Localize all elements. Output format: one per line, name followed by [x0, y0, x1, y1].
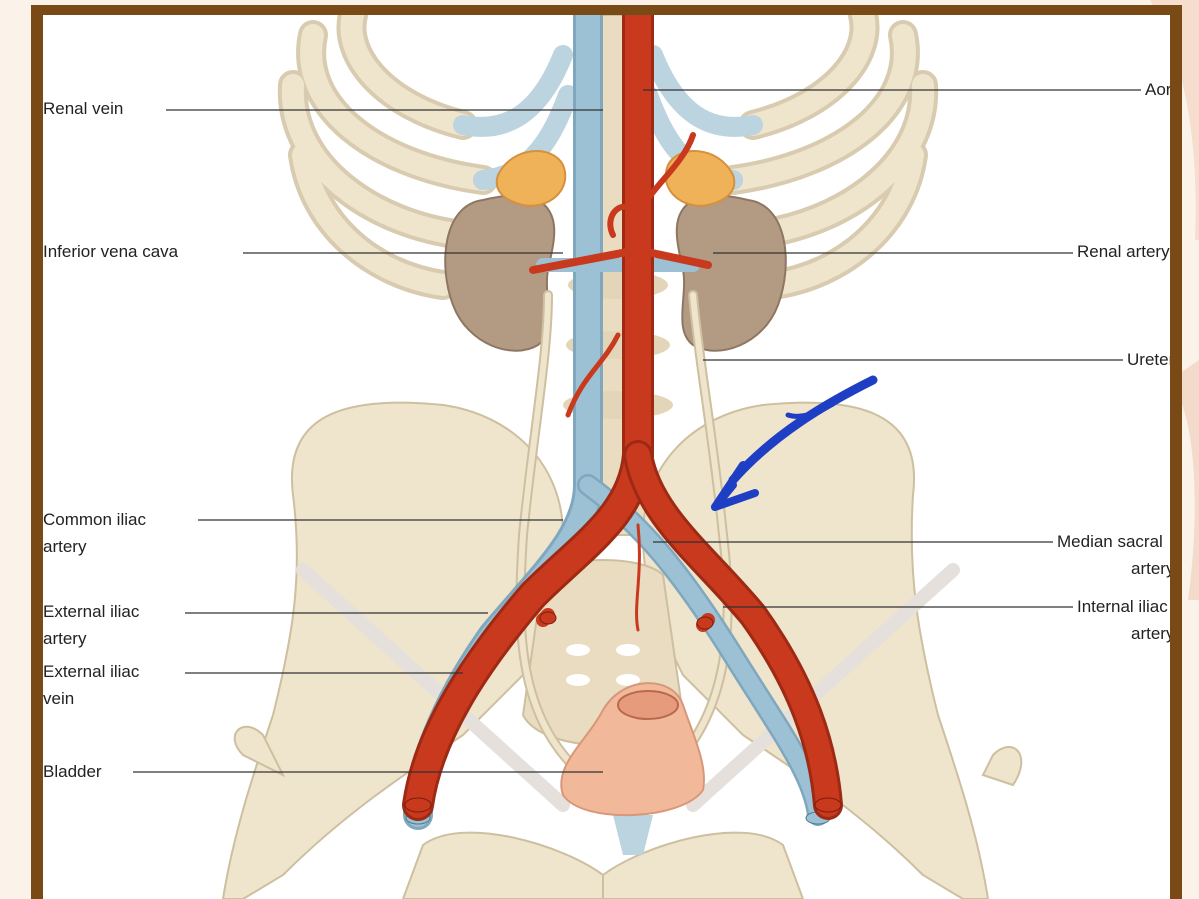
label-external-iliac-vein-line2: vein: [43, 687, 74, 710]
label-bladder: Bladder: [43, 760, 102, 783]
label-common-iliac-artery-line1: Common iliac: [43, 508, 146, 531]
label-ureter: Ureter: [1127, 348, 1174, 371]
figure-frame: Renal vein Inferior vena cava Common ili…: [31, 5, 1182, 899]
label-internal-iliac-artery-line1: Internal iliac: [1077, 595, 1168, 618]
label-common-iliac-artery-line2: artery: [43, 535, 86, 558]
label-internal-iliac-artery-line2: artery: [1131, 622, 1174, 645]
label-inferior-vena-cava: Inferior vena cava: [43, 240, 178, 263]
label-median-sacral-artery-line2: artery: [1131, 557, 1174, 580]
label-external-iliac-vein-line1: External iliac: [43, 660, 139, 683]
label-renal-vein: Renal vein: [43, 97, 123, 120]
label-external-iliac-artery-line1: External iliac: [43, 600, 139, 623]
label-renal-artery: Renal artery: [1077, 240, 1170, 263]
label-aorta: Aorta: [1145, 78, 1182, 101]
anatomy-illustration: [43, 15, 1170, 899]
label-median-sacral-artery-line1: Median sacral: [1057, 530, 1163, 553]
label-external-iliac-artery-line2: artery: [43, 627, 86, 650]
